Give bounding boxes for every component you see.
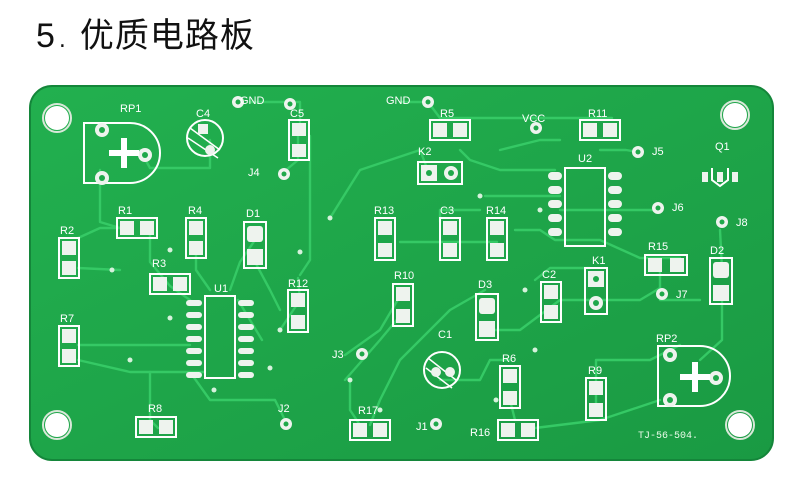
k2-header (417, 161, 463, 185)
label-c1: C1 (438, 329, 452, 341)
label-c4: C4 (196, 108, 210, 120)
u2-ic-footprint (548, 167, 622, 247)
c5-pads (288, 119, 310, 161)
page-heading: 5 . 优质电路板 (36, 8, 255, 56)
rp1-trimmer-footprint (83, 122, 161, 185)
heading-separator: . (58, 28, 66, 53)
label-c3: C3 (440, 205, 454, 217)
label-k1: K1 (592, 255, 605, 267)
label-r16: R16 (470, 427, 490, 439)
label-gnd-mid: GND (386, 95, 411, 107)
label-d1: D1 (246, 208, 260, 220)
label-r12: R12 (288, 278, 308, 290)
label-u1: U1 (214, 283, 228, 295)
label-d3: D3 (478, 279, 492, 291)
diode-footprints (243, 221, 733, 341)
label-r5: R5 (440, 108, 454, 120)
k1-header (584, 267, 608, 315)
label-d2: D2 (710, 245, 724, 257)
label-r17: R17 (358, 405, 378, 417)
label-j7: J7 (676, 289, 688, 301)
label-j1: J1 (416, 421, 428, 433)
label-r15: R15 (648, 241, 668, 253)
label-r7: R7 (60, 313, 74, 325)
u1-ic-footprint (186, 295, 254, 379)
label-k2: K2 (418, 146, 431, 158)
label-r13: R13 (374, 205, 394, 217)
label-j6: J6 (672, 202, 684, 214)
pcb-substrate (30, 86, 773, 460)
label-rp1: RP1 (120, 103, 141, 115)
label-gnd-left: GND (240, 95, 265, 107)
heading-title: 优质电路板 (79, 16, 255, 56)
label-r9: R9 (588, 365, 602, 377)
label-r8: R8 (148, 403, 162, 415)
label-r6: R6 (502, 353, 516, 365)
label-q1: Q1 (715, 141, 730, 153)
label-j8: J8 (736, 217, 748, 229)
label-serial: TJ-56-504. (638, 431, 698, 442)
label-j4: J4 (248, 167, 260, 179)
label-j2: J2 (278, 403, 290, 415)
mounting-holes (42, 100, 755, 440)
c4-capacitor-footprint (186, 119, 224, 159)
heading-number: 5 (36, 17, 55, 55)
label-rp2: RP2 (656, 333, 677, 345)
label-j3: J3 (332, 349, 344, 361)
c1-capacitor-footprint (423, 351, 461, 389)
rp2-trimmer-footprint (657, 345, 731, 407)
label-r1: R1 (118, 205, 132, 217)
label-r3: R3 (152, 258, 166, 270)
vias (109, 193, 543, 413)
label-r4: R4 (188, 205, 202, 217)
label-u2: U2 (578, 153, 592, 165)
q1-transistor-footprint (702, 168, 738, 188)
label-r14: R14 (486, 205, 506, 217)
label-r10: R10 (394, 270, 414, 282)
label-r2: R2 (60, 225, 74, 237)
label-r11: R11 (588, 108, 607, 120)
label-c2: C2 (542, 269, 556, 281)
label-c5: C5 (290, 108, 304, 120)
silkscreen-labels: RP1 C4 GND C5 GND R5 VCC R11 Q1 K2 U2 J5… (60, 95, 748, 442)
resistor-footprints (58, 119, 688, 441)
label-j5: J5 (652, 146, 664, 158)
label-vcc: VCC (522, 113, 545, 125)
